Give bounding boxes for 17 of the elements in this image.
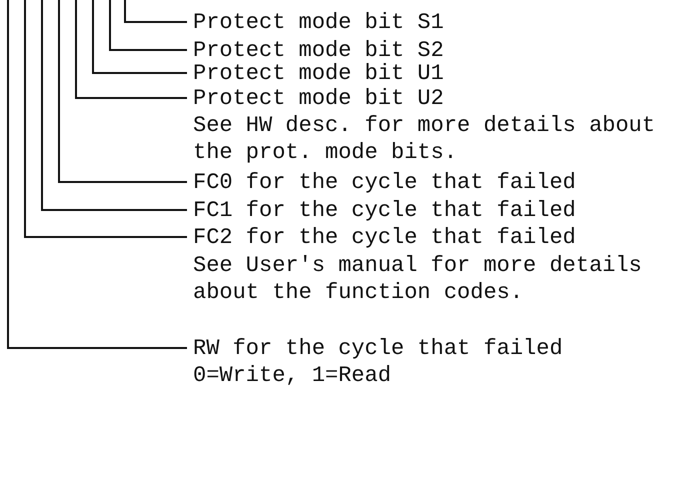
callout-text: Protect mode bit S1	[193, 9, 444, 36]
note-text: 0=Write, 1=Read	[193, 362, 392, 389]
note-text: See User's manual for more details about the function codes.	[193, 252, 643, 306]
callout-text: RW for the cycle that failed	[193, 335, 563, 362]
leader-line	[24, 0, 187, 238]
callout-text: FC1 for the cycle that failed	[193, 197, 576, 224]
leader-line	[58, 0, 187, 183]
leader-line	[75, 0, 187, 99]
leader-line	[92, 0, 187, 74]
note-text: See HW desc. for more details about the prot. mode bits.	[193, 112, 656, 166]
leader-line	[7, 0, 187, 349]
leader-line	[109, 0, 187, 51]
callout-text: FC2 for the cycle that failed	[193, 224, 576, 251]
callout-text: Protect mode bit U2	[193, 85, 444, 112]
leader-line	[124, 0, 187, 23]
callout-text: FC0 for the cycle that failed	[193, 169, 576, 196]
leader-line	[41, 0, 187, 211]
